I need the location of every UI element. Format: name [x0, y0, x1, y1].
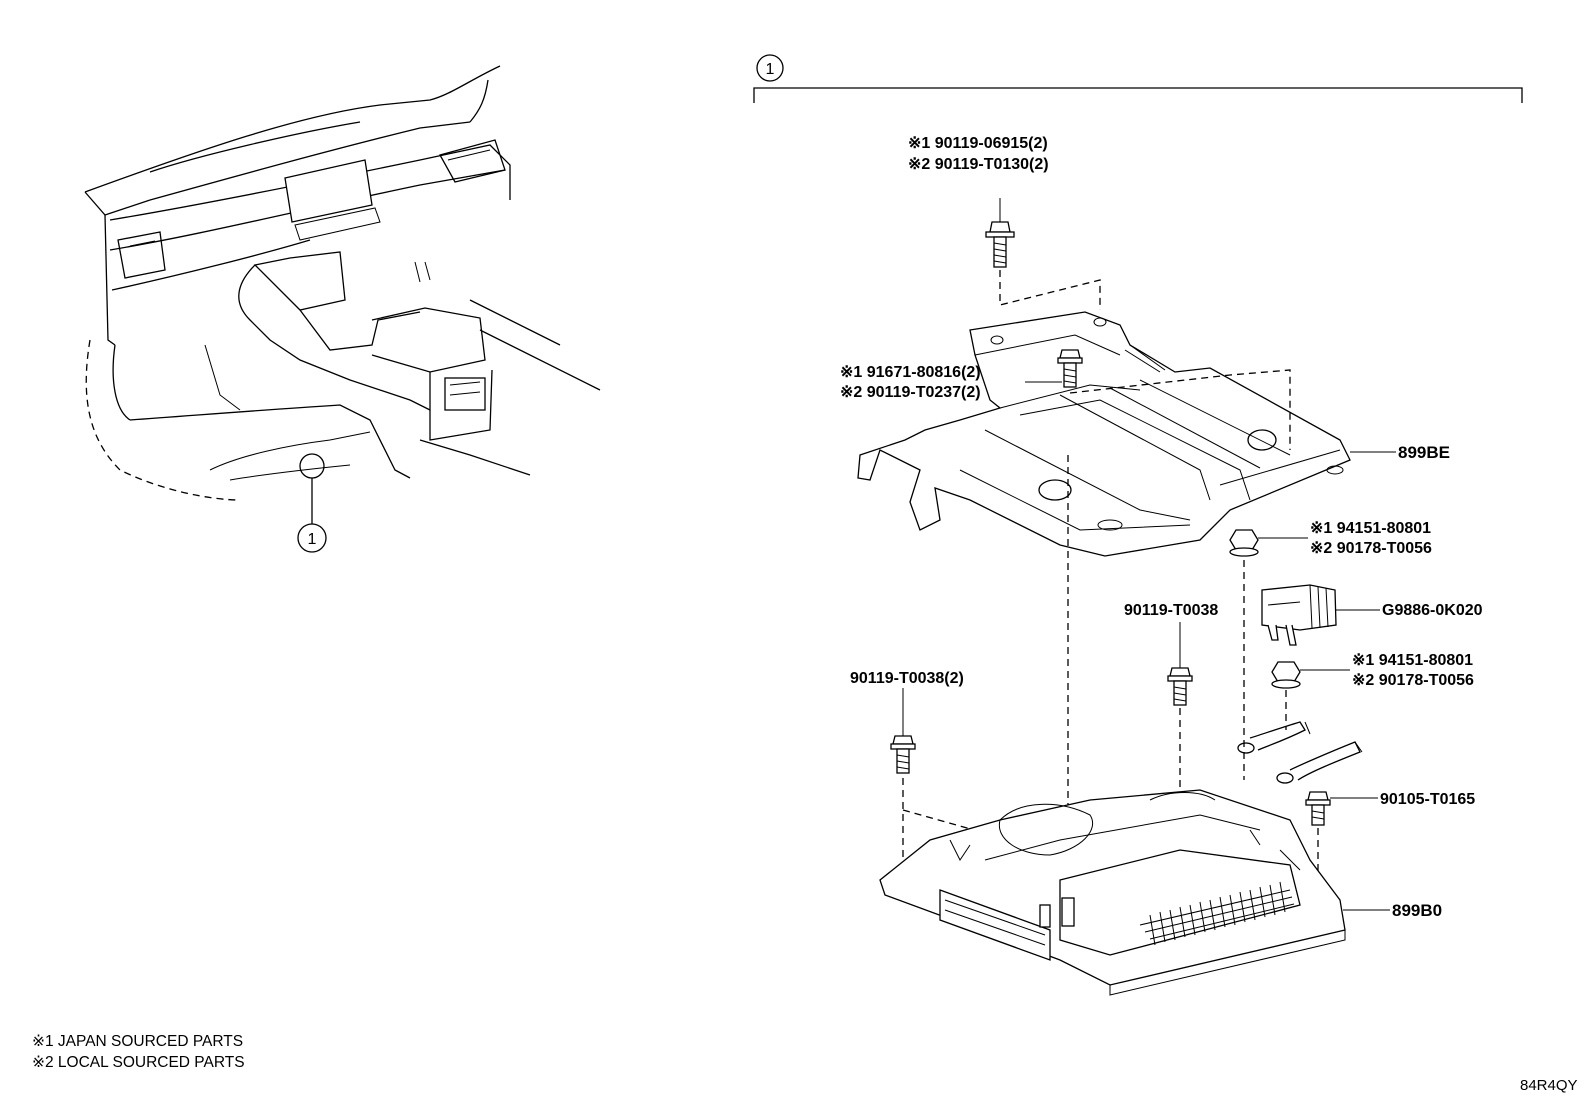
- part-label-4b: ※2 90178-T0056: [1310, 540, 1432, 557]
- part-label-2a: ※1 91671-80816(2): [840, 364, 981, 381]
- note-local-sourced: ※2 LOCAL SOURCED PARTS: [32, 1054, 245, 1071]
- assembly-bracket: 1: [753, 54, 1523, 103]
- locator-callout-number: 1: [308, 531, 317, 548]
- wire-harness-terminals: [1237, 721, 1363, 784]
- bolt-icon: [985, 221, 1015, 268]
- part-label-1a: ※1 90119-06915(2): [908, 135, 1048, 152]
- part-label-7b: ※2 90178-T0056: [1352, 672, 1474, 689]
- bolt-icon: [890, 735, 916, 774]
- part-label-2b: ※2 90119-T0237(2): [840, 384, 981, 401]
- part-label-9: 90105-T0165: [1380, 791, 1475, 808]
- vehicle-interior-illustration: 1: [84, 65, 601, 553]
- bolt-icon: [1167, 667, 1193, 706]
- bolt-icon: [1057, 349, 1083, 388]
- bolt-icon: [1305, 791, 1331, 826]
- part-label-4a: ※1 94151-80801: [1310, 520, 1431, 537]
- part-label-899be: 899BE: [1398, 443, 1450, 462]
- part-label-8: 90119-T0038(2): [850, 670, 964, 687]
- nut-icon: [1271, 661, 1301, 689]
- bracket-899be: [857, 311, 1351, 557]
- part-label-899b0: 899B0: [1392, 901, 1442, 920]
- connector-g9886: [1261, 584, 1337, 646]
- nut-icon: [1229, 529, 1259, 557]
- part-label-7a: ※1 94151-80801: [1352, 652, 1473, 669]
- ecu-module-899b0: [879, 789, 1346, 996]
- part-label-g9886: G9886-0K020: [1382, 602, 1483, 619]
- note-japan-sourced: ※1 JAPAN SOURCED PARTS: [32, 1033, 243, 1050]
- diagram-code: 84R4QY: [1520, 1077, 1578, 1094]
- assembly-callout-number: 1: [766, 61, 775, 78]
- part-label-5: 90119-T0038: [1124, 602, 1218, 619]
- part-label-1b: ※2 90119-T0130(2): [908, 156, 1049, 173]
